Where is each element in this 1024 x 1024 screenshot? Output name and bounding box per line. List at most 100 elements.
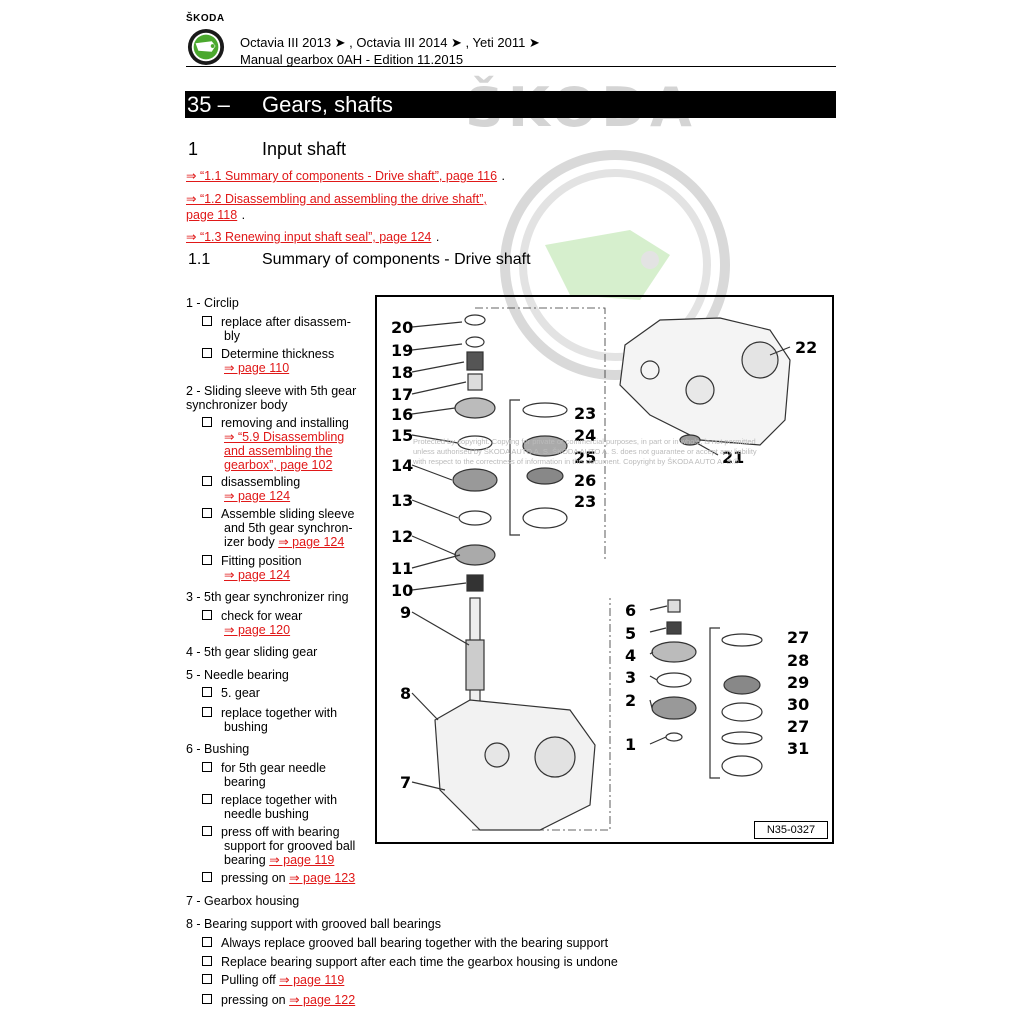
- list-subitem: Replace bearing support after each time …: [202, 955, 618, 969]
- checkbox-icon: [202, 555, 212, 565]
- list-item-cont: synchronizer body: [186, 398, 288, 412]
- callout-7: 7: [400, 773, 412, 792]
- page-link[interactable]: ⇒ page 120: [224, 623, 291, 637]
- checkbox-icon: [202, 417, 212, 427]
- page-link[interactable]: ⇒ page 123: [289, 871, 356, 885]
- callout-10: 10: [391, 581, 414, 600]
- link-suffix: .: [501, 169, 506, 183]
- checkbox-icon: [202, 872, 212, 882]
- callout-30: 30: [787, 695, 810, 714]
- checkbox-icon: [202, 937, 212, 947]
- page-link[interactable]: ⇒ page 119: [269, 853, 335, 867]
- callout-8: 8: [400, 684, 412, 703]
- checkbox-icon: [202, 476, 212, 486]
- checkbox-icon: [202, 956, 212, 966]
- list-subitem: replace after disassem-: [202, 315, 351, 329]
- checkbox-icon: [202, 348, 212, 358]
- callout-20: 20: [391, 318, 414, 337]
- list-subitem-cont: bearing: [224, 775, 266, 789]
- list-subitem: replace together with: [202, 793, 337, 807]
- checkbox-icon: [202, 974, 212, 984]
- callout-18: 18: [391, 363, 414, 382]
- list-subitem-cont: needle bushing: [224, 807, 309, 821]
- callout-29: 29: [787, 673, 810, 692]
- callout-5: 5: [625, 624, 637, 643]
- chapter-title: Gears, shafts: [262, 92, 393, 117]
- list-item: 8 - Bearing support with grooved ball be…: [186, 917, 442, 931]
- callout-13: 13: [391, 491, 414, 510]
- list-subitem: disassembling: [202, 475, 300, 489]
- link-row-2: ⇒ “1.2 Disassembling and assembling the …: [186, 191, 487, 224]
- callout-25: 25: [574, 448, 597, 467]
- callout-1: 1: [625, 735, 637, 754]
- page-link[interactable]: ⇒ page 124: [224, 489, 291, 503]
- header-edition: Manual gearbox 0AH - Edition 11.2015: [240, 52, 464, 67]
- list-item: 5 - Needle bearing: [186, 668, 289, 682]
- callout-21: 21: [722, 448, 745, 467]
- list-subitem: Determine thickness: [202, 347, 334, 361]
- list-item: 1 - Circlip: [186, 296, 239, 310]
- callout-23b: 23: [574, 492, 597, 511]
- list-subitem: Fitting position: [202, 554, 302, 568]
- checkbox-icon: [202, 707, 212, 717]
- page-link[interactable]: ⇒ page 124: [224, 568, 291, 582]
- page-link[interactable]: ⇒ page 110: [224, 361, 290, 375]
- list-subitem-cont: bly: [224, 329, 240, 343]
- brand-name: ŠKODA: [186, 13, 225, 24]
- list-subitem: Assemble sliding sleeve: [202, 507, 354, 521]
- list-subitem-cont: bushing: [224, 720, 268, 734]
- checkbox-icon: [202, 794, 212, 804]
- copyright-notice: Protected by copyright. Copying for priv…: [413, 437, 757, 466]
- page-link[interactable]: ⇒ page 119: [279, 973, 345, 987]
- callout-12: 12: [391, 527, 414, 546]
- callout-27b: 27: [787, 717, 810, 736]
- link-suffix: .: [241, 208, 246, 222]
- list-subitem-cont: izer body ⇒ page 124: [224, 535, 345, 549]
- checkbox-icon: [202, 762, 212, 772]
- section-number: 1: [188, 139, 199, 159]
- page-link[interactable]: ⇒ page 122: [289, 993, 356, 1007]
- callout-19: 19: [391, 341, 414, 360]
- list-subitem-cont: support for grooved ball: [224, 839, 356, 853]
- header-rule: [186, 66, 836, 67]
- callout-27: 27: [787, 628, 810, 647]
- list-item: 7 - Gearbox housing: [186, 894, 300, 908]
- subsection-number: 1.1: [188, 251, 211, 268]
- checkbox-icon: [202, 316, 212, 326]
- list-item: 2 - Sliding sleeve with 5th gear: [186, 384, 357, 398]
- callout-6: 6: [625, 601, 637, 620]
- link-renewing-seal[interactable]: ⇒ “1.3 Renewing input shaft seal”, page …: [186, 230, 432, 244]
- exploded-view-drawing: [411, 307, 791, 831]
- callout-4: 4: [625, 646, 637, 665]
- section-title: Input shaft: [262, 139, 347, 159]
- callout-9: 9: [400, 603, 412, 622]
- checkbox-icon: [202, 994, 212, 1004]
- list-subitem: removing and installing: [202, 416, 349, 430]
- list-subitem: press off with bearing: [202, 825, 340, 839]
- checkbox-icon: [202, 610, 212, 620]
- link-disassembling-drive-shaft[interactable]: ⇒ “1.2 Disassembling and assembling the …: [186, 192, 487, 206]
- list-subitem: Pulling off ⇒ page 119: [202, 973, 344, 987]
- list-subitem: pressing on ⇒ page 123: [202, 871, 355, 885]
- callout-28: 28: [787, 651, 810, 670]
- subsection-title: Summary of components - Drive shaft: [262, 251, 531, 268]
- page-link[interactable]: and assembling the: [224, 444, 333, 458]
- callout-23: 23: [574, 404, 597, 423]
- page-link[interactable]: gearbox”, page 102: [224, 458, 333, 472]
- link-row-3: ⇒ “1.3 Renewing input shaft seal”, page …: [186, 228, 439, 246]
- list-subitem: for 5th gear needle: [202, 761, 326, 775]
- page-link[interactable]: ⇒ page 124: [278, 535, 345, 549]
- list-item: 6 - Bushing: [186, 742, 250, 756]
- checkbox-icon: [202, 826, 212, 836]
- page-link[interactable]: ⇒ “5.9 Disassembling: [224, 430, 345, 444]
- checkbox-icon: [202, 508, 212, 518]
- callout-11: 11: [391, 559, 414, 578]
- list-subitem: 5. gear: [202, 686, 260, 700]
- link-disassembling-page[interactable]: page 118: [186, 208, 238, 222]
- callout-15: 15: [391, 426, 414, 445]
- callout-17: 17: [391, 385, 414, 404]
- list-subitem: check for wear: [202, 609, 302, 623]
- link-summary-components[interactable]: ⇒ “1.1 Summary of components - Drive sha…: [186, 169, 498, 183]
- callout-14: 14: [391, 456, 414, 475]
- callout-22: 22: [795, 338, 818, 357]
